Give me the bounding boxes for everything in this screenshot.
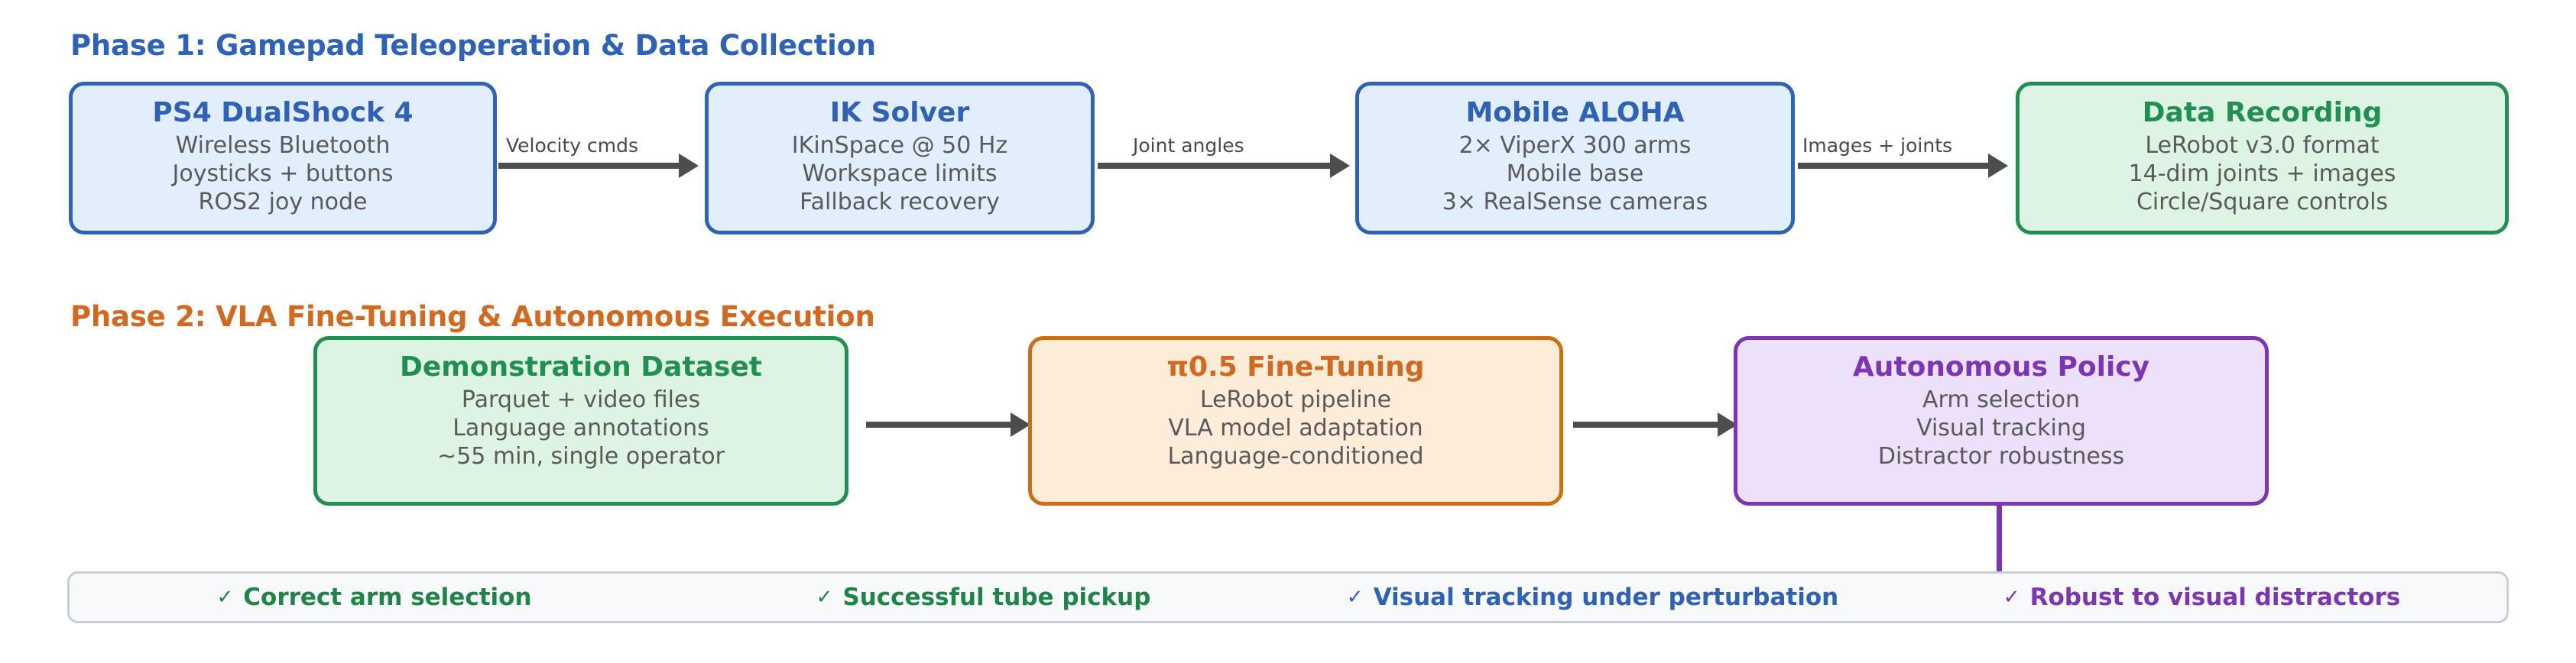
check-icon: ✓ bbox=[2003, 586, 2020, 609]
node-title: Autonomous Policy bbox=[1852, 351, 2150, 383]
result-item: ✓ Correct arm selection bbox=[70, 584, 679, 611]
node-ps4-dualshock-4[interactable]: PS4 DualShock 4 Wireless Bluetooth Joyst… bbox=[69, 82, 497, 234]
arrow-label-joint-angles: Joint angles bbox=[1133, 134, 1244, 157]
node-data-recording[interactable]: Data Recording LeRobot v3.0 format 14-di… bbox=[2016, 82, 2509, 234]
arrow-shaft bbox=[866, 422, 1012, 428]
node-detail-line: Language-conditioned bbox=[1167, 442, 1424, 470]
arrow-images-joints bbox=[1798, 154, 2008, 178]
node-autonomous-policy[interactable]: Autonomous Policy Arm selection Visual t… bbox=[1734, 336, 2269, 506]
arrow-shaft bbox=[1098, 163, 1332, 169]
arrow-head-icon bbox=[1988, 154, 2008, 178]
result-label: Robust to visual distractors bbox=[2029, 584, 2401, 611]
node-title: π0.5 Fine-Tuning bbox=[1166, 351, 1425, 383]
phase-1-title: Phase 1: Gamepad Teleoperation & Data Co… bbox=[70, 29, 876, 62]
node-detail-line: Fallback recovery bbox=[800, 188, 1000, 215]
node-detail-line: LeRobot v3.0 format bbox=[2145, 132, 2380, 160]
arrow-head-icon bbox=[1011, 412, 1030, 437]
node-detail-line: 2× ViperX 300 arms bbox=[1458, 132, 1692, 160]
check-icon: ✓ bbox=[816, 586, 833, 609]
node-detail-line: Circle/Square controls bbox=[2136, 188, 2389, 215]
node-title: Demonstration Dataset bbox=[399, 351, 763, 383]
node-detail-line: 3× RealSense cameras bbox=[1442, 188, 1708, 215]
arrow-head-icon bbox=[1330, 154, 1350, 178]
node-pi05-fine-tuning[interactable]: π0.5 Fine-Tuning LeRobot pipeline VLA mo… bbox=[1028, 336, 1563, 506]
node-title: IK Solver bbox=[829, 97, 970, 128]
node-detail-line: Parquet + video files bbox=[461, 386, 701, 414]
arrow-head-icon bbox=[679, 154, 699, 178]
policy-to-results-connector bbox=[1997, 504, 2002, 571]
result-label: Successful tube pickup bbox=[842, 584, 1151, 611]
node-detail-line: Wireless Bluetooth bbox=[175, 132, 391, 160]
node-detail-line: IKinSpace @ 50 Hz bbox=[791, 132, 1008, 160]
arrow-shaft bbox=[1573, 422, 1719, 428]
node-detail-line: LeRobot pipeline bbox=[1199, 386, 1392, 414]
node-ik-solver[interactable]: IK Solver IKinSpace @ 50 Hz Workspace li… bbox=[705, 82, 1095, 234]
phase-2-title: Phase 2: VLA Fine-Tuning & Autonomous Ex… bbox=[70, 300, 875, 333]
arrow-label-images-joints: Images + joints bbox=[1802, 134, 1953, 157]
node-detail-line: Joysticks + buttons bbox=[172, 160, 394, 187]
node-detail-line: Workspace limits bbox=[802, 160, 998, 187]
node-detail-line: VLA model adaptation bbox=[1168, 414, 1423, 441]
result-item: ✓ Successful tube pickup bbox=[679, 584, 1288, 611]
node-title: PS4 DualShock 4 bbox=[152, 97, 414, 128]
arrow-shaft bbox=[1798, 163, 1990, 169]
node-detail-line: ROS2 joy node bbox=[198, 188, 368, 215]
arrow-shaft bbox=[498, 163, 680, 169]
arrow-finetuning-to-policy bbox=[1573, 412, 1737, 437]
node-demonstration-dataset[interactable]: Demonstration Dataset Parquet + video fi… bbox=[313, 336, 848, 506]
node-detail-line: Arm selection bbox=[1922, 386, 2080, 414]
node-title: Data Recording bbox=[2142, 97, 2383, 128]
result-label: Visual tracking under perturbation bbox=[1373, 584, 1839, 611]
result-item: ✓ Visual tracking under perturbation bbox=[1288, 584, 1897, 611]
node-title: Mobile ALOHA bbox=[1465, 97, 1685, 128]
node-detail-line: Language annotations bbox=[453, 414, 709, 441]
arrow-label-velocity-cmds: Velocity cmds bbox=[506, 134, 639, 157]
result-item: ✓ Robust to visual distractors bbox=[1897, 584, 2506, 611]
result-label: Correct arm selection bbox=[243, 584, 532, 611]
node-detail-line: Mobile base bbox=[1506, 160, 1644, 187]
node-detail-line: 14-dim joints + images bbox=[2128, 160, 2396, 187]
arrow-dataset-to-finetuning bbox=[866, 412, 1030, 437]
arrow-joint-angles bbox=[1098, 154, 1350, 178]
check-icon: ✓ bbox=[216, 586, 234, 609]
node-detail-line: Distractor robustness bbox=[1877, 442, 2125, 470]
check-icon: ✓ bbox=[1346, 586, 1364, 609]
node-detail-line: Visual tracking bbox=[1916, 414, 2086, 441]
results-bar: ✓ Correct arm selection ✓ Successful tub… bbox=[67, 571, 2509, 623]
node-detail-line: ~55 min, single operator bbox=[437, 442, 725, 470]
node-mobile-aloha[interactable]: Mobile ALOHA 2× ViperX 300 arms Mobile b… bbox=[1355, 82, 1795, 234]
arrow-velocity-cmds bbox=[498, 154, 699, 178]
